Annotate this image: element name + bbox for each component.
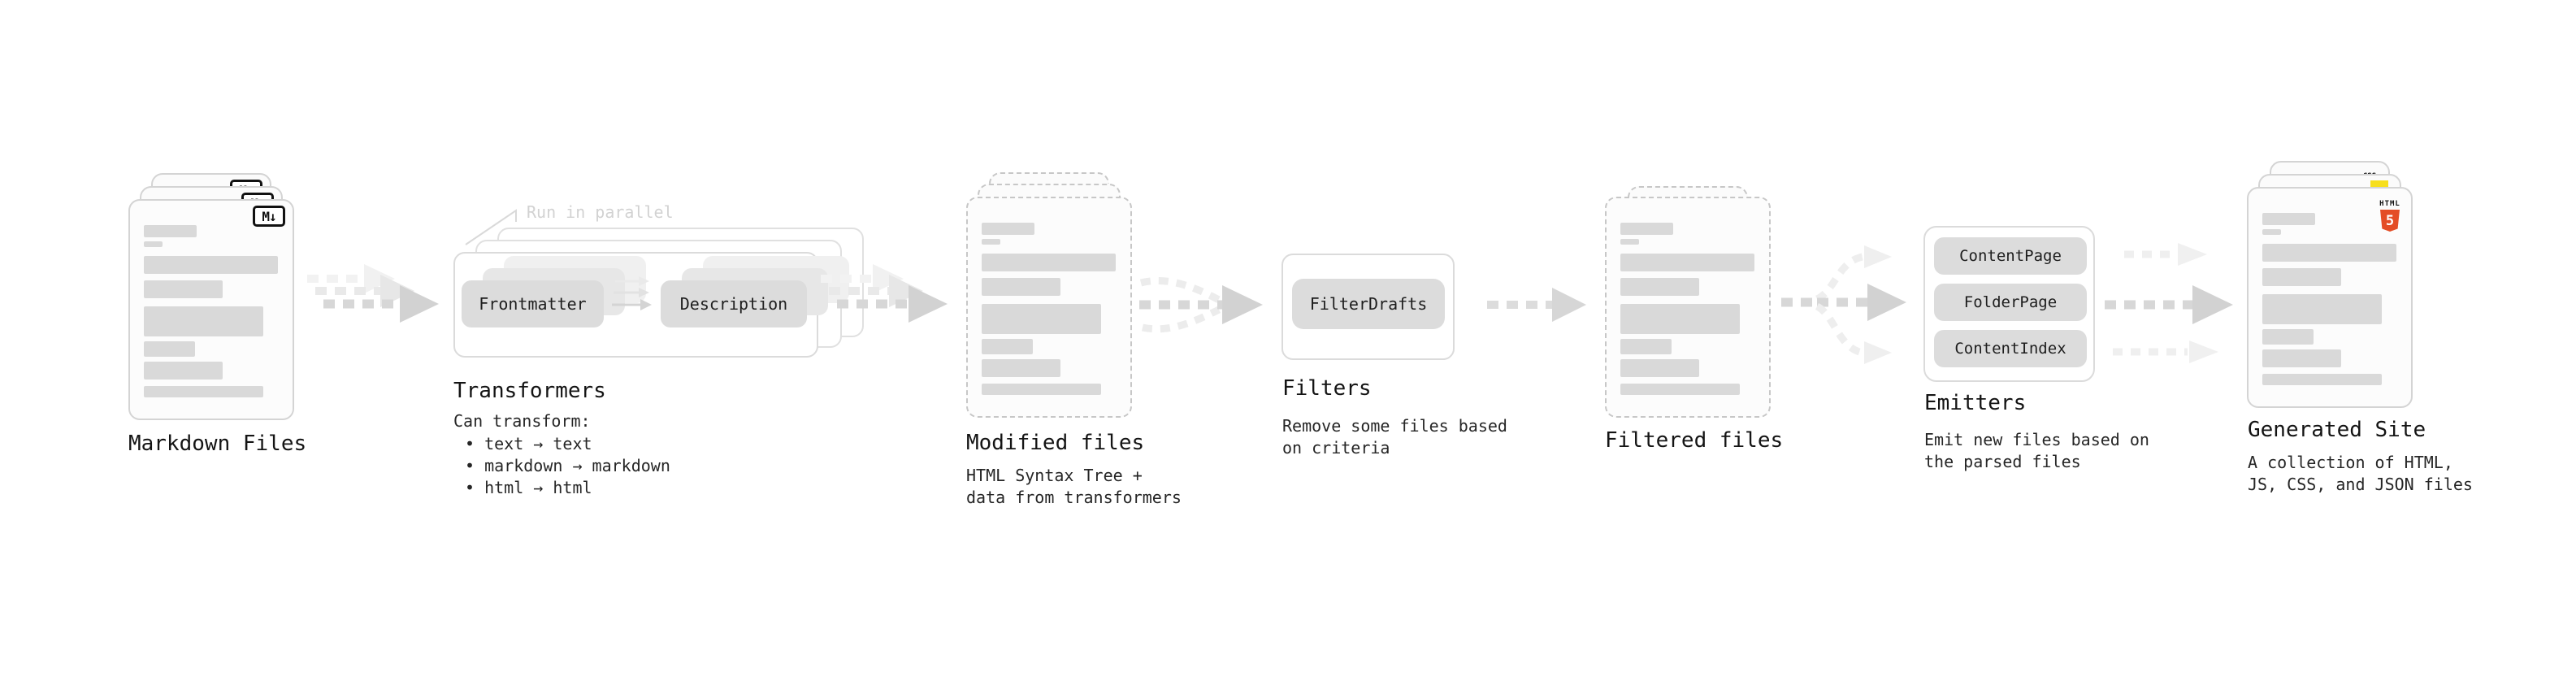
filterdrafts-pill: FilterDrafts	[1292, 279, 1445, 329]
placeholder-bar	[144, 241, 163, 247]
arrow-markdown-to-transformers	[307, 264, 439, 323]
html5-icon-number: 5	[2385, 212, 2395, 229]
transformers-bullet: • html → html	[465, 478, 592, 497]
placeholder-bar	[144, 341, 195, 357]
emitters-desc: Emit new files based on the parsed files	[1924, 430, 2149, 471]
run-in-parallel-annotation: Run in parallel	[527, 202, 674, 222]
fanout-bottom-head	[1864, 341, 1892, 364]
contentindex-pill: ContentIndex	[1934, 330, 2087, 367]
transformers-bullet: • markdown → markdown	[465, 456, 670, 475]
generated-html-file-card: HTML 5	[2247, 187, 2413, 408]
placeholder-bar	[982, 359, 1060, 377]
placeholder-bar	[2262, 229, 2281, 235]
placeholder-bar	[1620, 384, 1740, 395]
ghost-arrow	[2124, 243, 2207, 266]
arrow-filtered-to-emitters-fanout	[1781, 245, 1906, 364]
converge-bottom-path	[1142, 306, 1221, 333]
placeholder-bar	[982, 304, 1101, 334]
html5-icon-title: HTML	[2379, 200, 2400, 208]
placeholder-bar	[1620, 339, 1672, 354]
fanout-top-path	[1815, 253, 1864, 303]
fanout-bottom-path	[1815, 302, 1864, 357]
modified-files-desc: HTML Syntax Tree + data from transformer…	[966, 466, 1182, 507]
generated-site-label: Generated Site	[2248, 418, 2426, 442]
markdown-icon: M↓	[253, 206, 285, 227]
placeholder-bar	[144, 386, 263, 397]
placeholder-bar	[1620, 223, 1673, 235]
markdown-file-card-front: M↓	[128, 199, 294, 420]
transformers-bullet: • text → text	[465, 434, 592, 453]
transformers-desc-title: Can transform:	[453, 411, 591, 431]
placeholder-bar	[2262, 329, 2314, 345]
placeholder-bar	[1620, 278, 1699, 296]
generated-site-desc: A collection of HTML, JS, CSS, and JSON …	[2248, 453, 2473, 494]
emitters-label: Emitters	[1924, 391, 2027, 415]
filters-desc: Remove some files based on criteria	[1282, 416, 1507, 458]
modified-files-label: Modified files	[966, 431, 1145, 455]
placeholder-bar	[144, 256, 278, 274]
placeholder-bar	[2262, 268, 2341, 286]
markdown-files-label: Markdown Files	[128, 432, 307, 456]
placeholder-bar	[1620, 304, 1740, 334]
dashed-arrow	[323, 285, 439, 323]
frontmatter-pill: Frontmatter	[462, 280, 604, 327]
fanout-middle-head	[1867, 284, 1906, 321]
placeholder-bar	[144, 280, 223, 298]
transformers-label: Transformers	[453, 379, 606, 403]
arrows-emitters-to-site	[2105, 243, 2233, 363]
contentpage-pill: ContentPage	[1934, 237, 2087, 275]
ghost-arrow	[2113, 340, 2218, 363]
placeholder-bar	[144, 362, 223, 380]
placeholder-bar	[982, 223, 1034, 235]
placeholder-bar	[2262, 294, 2382, 324]
filtered-files-label: Filtered files	[1605, 428, 1784, 453]
html5-icon: HTML 5	[2379, 193, 2400, 232]
dashed-arrow	[2105, 285, 2233, 324]
placeholder-bar	[2262, 213, 2315, 225]
placeholder-bar	[982, 239, 1000, 245]
modified-file-card-front	[966, 197, 1132, 418]
placeholder-bar	[982, 384, 1101, 395]
placeholder-bar	[982, 254, 1116, 271]
placeholder-bar	[1620, 239, 1639, 245]
arrow-modified-to-filters-converge	[1139, 277, 1263, 333]
placeholder-bar	[982, 278, 1060, 296]
placeholder-bar	[1620, 254, 1754, 271]
placeholder-bar	[2262, 374, 2382, 385]
arrow-filters-to-filtered	[1487, 288, 1586, 322]
html5-icon-shield: 5	[2380, 210, 2400, 232]
placeholder-bar	[2262, 349, 2341, 367]
ghost-arrow	[307, 264, 395, 293]
description-pill: Description	[661, 280, 807, 327]
fanout-top-head	[1864, 245, 1892, 268]
folderpage-pill: FolderPage	[1934, 284, 2087, 321]
converge-top-path	[1139, 277, 1221, 303]
ghost-arrow	[315, 275, 414, 307]
placeholder-bar	[144, 225, 197, 237]
placeholder-bar	[982, 339, 1033, 354]
filters-label: Filters	[1282, 376, 1372, 401]
placeholder-bar	[144, 306, 263, 336]
filtered-file-card-front	[1605, 197, 1771, 418]
placeholder-bar	[1620, 359, 1699, 377]
placeholder-bar	[2262, 244, 2396, 262]
